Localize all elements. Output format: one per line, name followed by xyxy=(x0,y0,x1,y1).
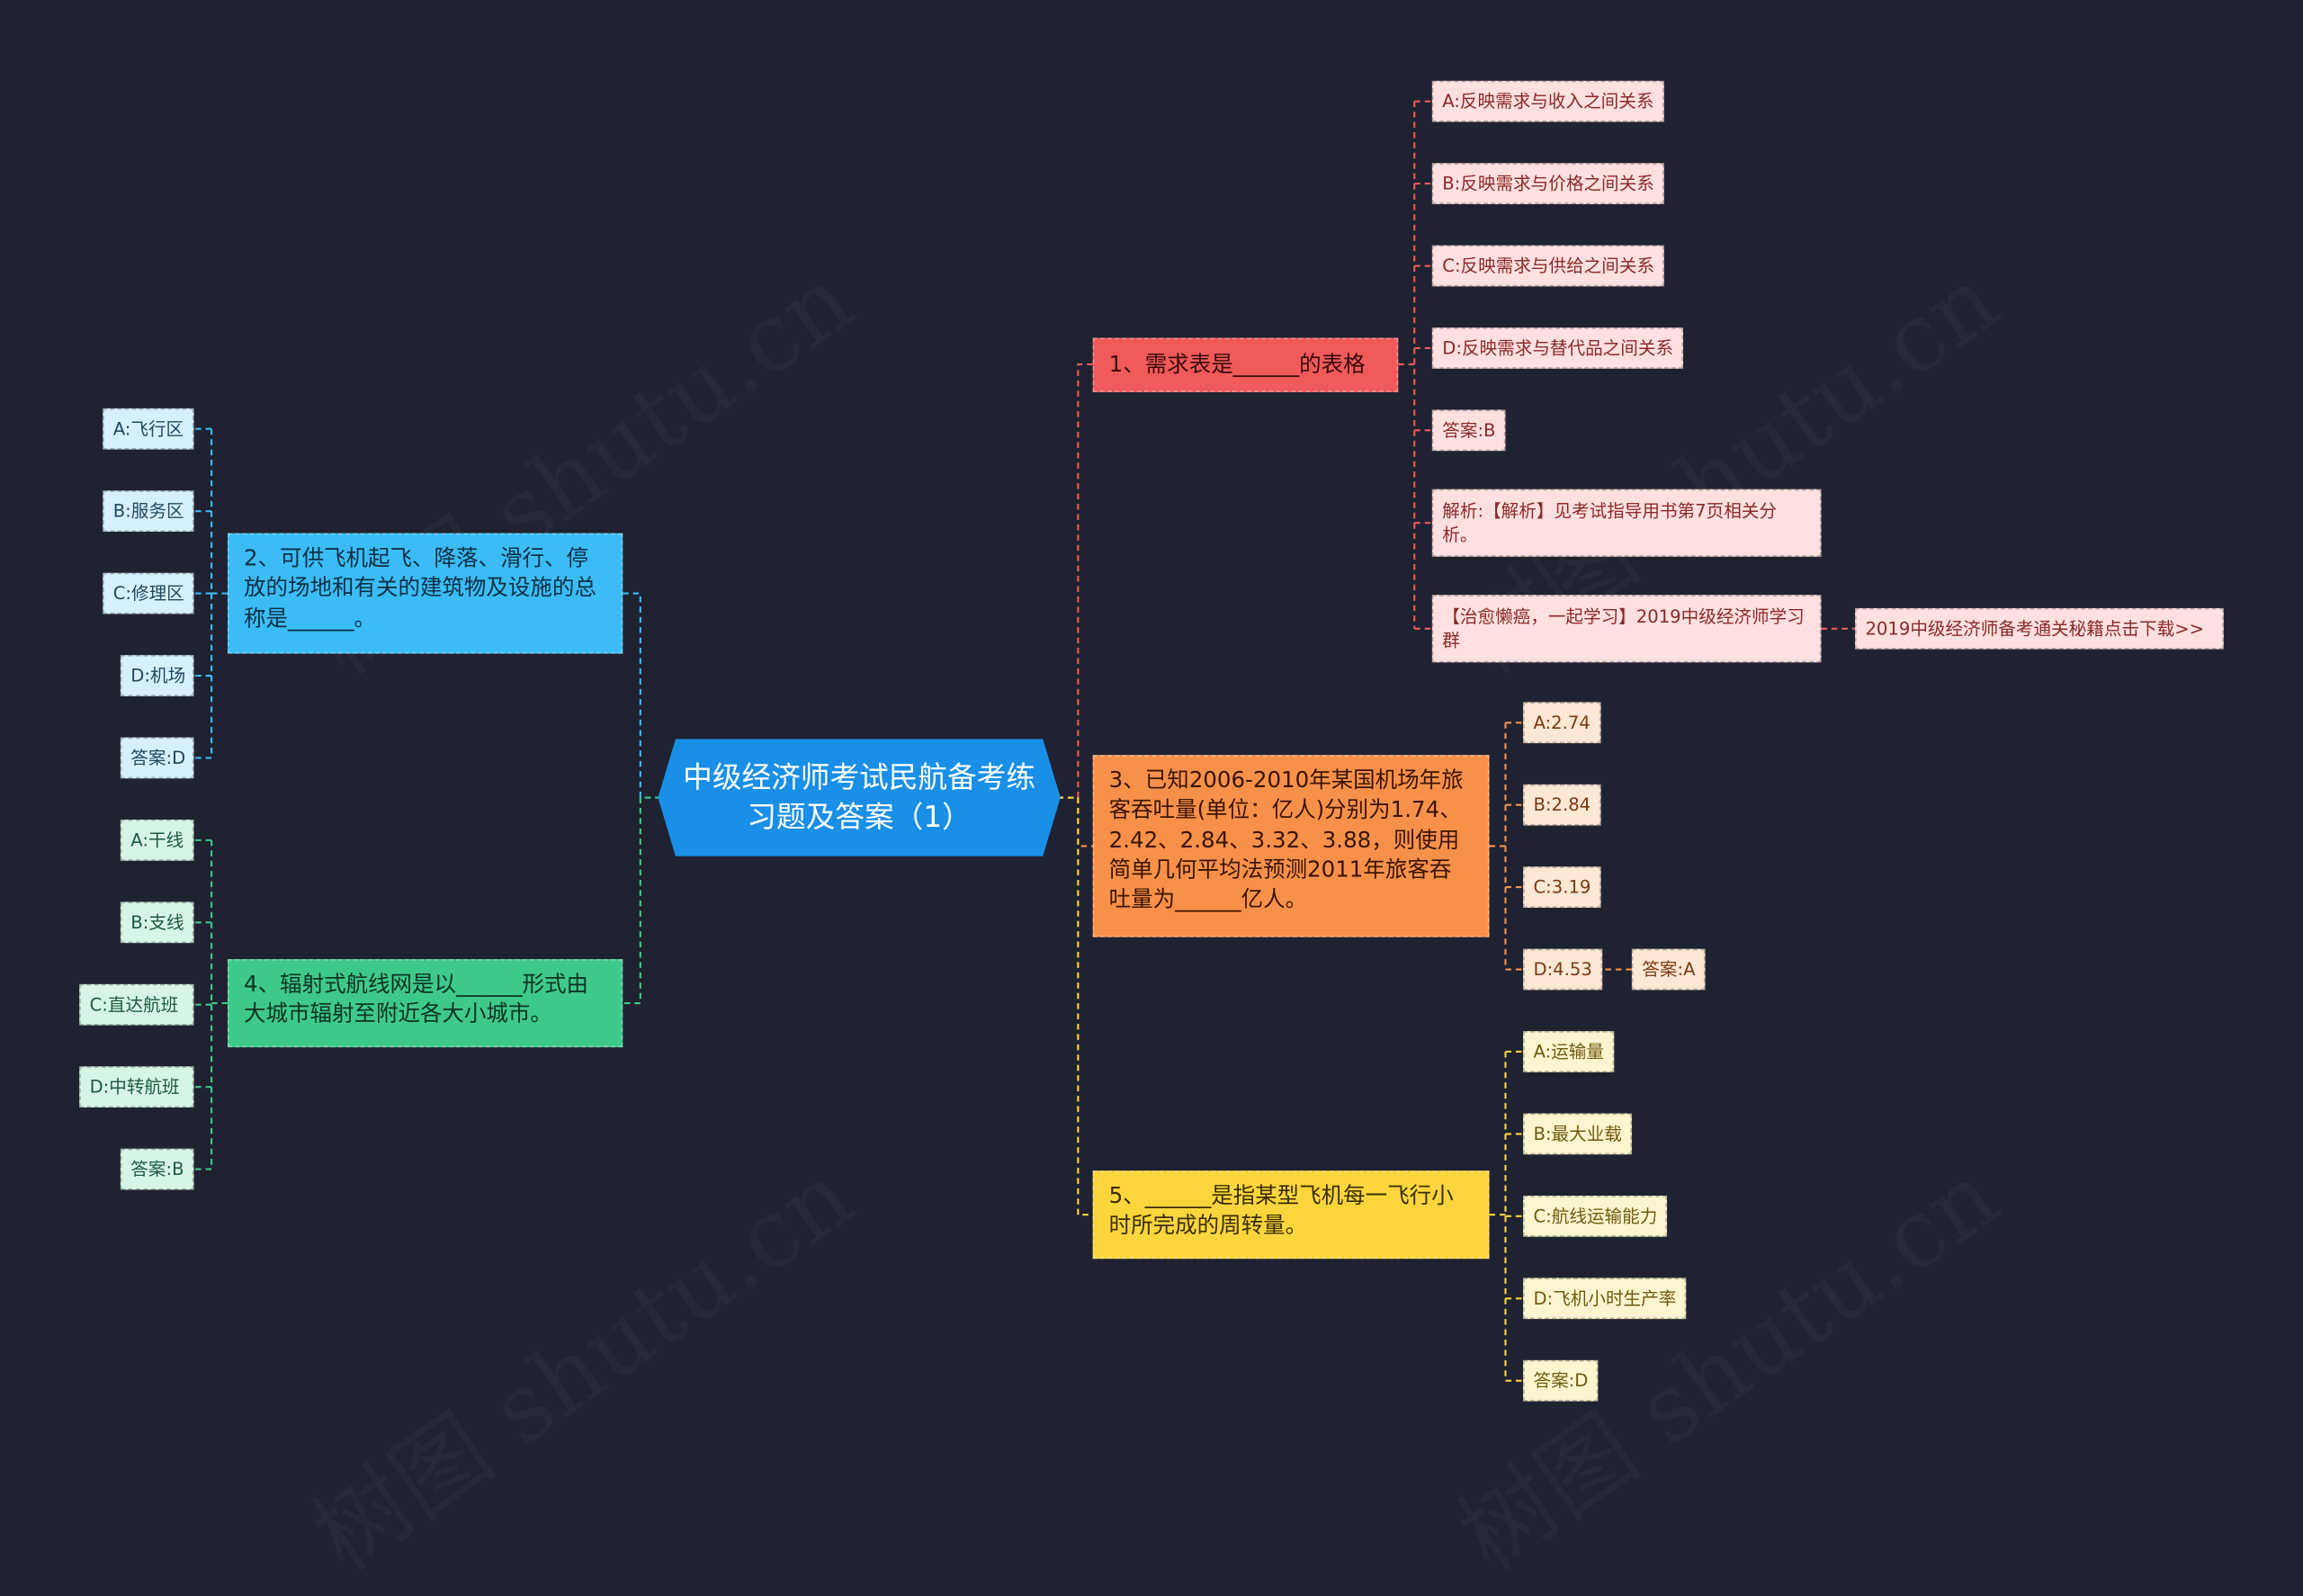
q5-option-b[interactable]: B:最大业载 xyxy=(1523,1113,1633,1155)
connector-lines xyxy=(193,100,1856,1382)
q5-answer[interactable]: 答案:D xyxy=(1523,1359,1599,1402)
link-q4-children xyxy=(193,838,229,1170)
q1-option-c[interactable]: C:反映需求与供给之间关系 xyxy=(1431,245,1665,287)
question-5-node[interactable]: 5、______是指某型飞机每一飞行小时所完成的周转量。 xyxy=(1092,1170,1490,1260)
q3-option-d[interactable]: D:4.53 xyxy=(1523,948,1603,991)
link-q5-children xyxy=(1489,1050,1524,1382)
q3-answer[interactable]: 答案:A xyxy=(1631,948,1706,991)
link-root-q3 xyxy=(1057,796,1093,847)
link-q3-children xyxy=(1489,722,1524,971)
q4-option-d[interactable]: D:中转航班 xyxy=(79,1066,194,1108)
q1-analysis[interactable]: 解析:【解析】见考试指导用书第7页相关分析。 xyxy=(1431,489,1822,557)
mind-map: 树图 shutu.cn 树图 shutu.cn 树图 shutu.cn 树图 s… xyxy=(79,80,2224,1402)
link-q2-children xyxy=(193,427,229,759)
root-title: 中级经济师考试民航备考练习题及答案（1） xyxy=(683,759,1036,835)
q5-option-c[interactable]: C:航线运输能力 xyxy=(1523,1195,1668,1237)
link-root-q4 xyxy=(623,796,661,1005)
q1-answer[interactable]: 答案:B xyxy=(1431,409,1506,452)
root-node[interactable]: 中级经济师考试民航备考练习题及答案（1） xyxy=(658,739,1060,856)
q1-promo[interactable]: 【治愈懒癌，一起学习】2019中级经济师学习群 xyxy=(1431,595,1822,663)
question-3-text: 3、已知2006-2010年某国机场年旅客吞吐量(单位：亿人)分别为1.74、2… xyxy=(1108,767,1464,912)
question-4-text: 4、辐射式航线网是以______形式由大城市辐射至附近各大小城市。 xyxy=(244,971,588,1027)
q2-option-b[interactable]: B:服务区 xyxy=(103,490,194,533)
link-q1-children xyxy=(1398,100,1432,630)
question-5-text: 5、______是指某型飞机每一飞行小时所完成的周转量。 xyxy=(1108,1182,1454,1239)
question-3-node[interactable]: 3、已知2006-2010年某国机场年旅客吞吐量(单位：亿人)分别为1.74、2… xyxy=(1092,755,1490,937)
q5-option-a[interactable]: A:运输量 xyxy=(1523,1031,1615,1072)
q2-option-c[interactable]: C:修理区 xyxy=(103,572,194,614)
q4-option-b[interactable]: B:支线 xyxy=(120,901,194,944)
q2-option-a[interactable]: A:飞行区 xyxy=(103,408,194,450)
q3-option-a[interactable]: A:2.74 xyxy=(1523,702,1601,744)
link-root-q2 xyxy=(623,592,661,799)
q3-option-c[interactable]: C:3.19 xyxy=(1523,866,1601,908)
question-4-node[interactable]: 4、辐射式航线网是以______形式由大城市辐射至附近各大小城市。 xyxy=(228,959,623,1048)
q1-option-b[interactable]: B:反映需求与价格之间关系 xyxy=(1431,163,1665,204)
link-root-q5 xyxy=(1057,796,1093,1216)
q4-option-a[interactable]: A:干线 xyxy=(120,820,194,861)
q2-answer[interactable]: 答案:D xyxy=(120,737,194,779)
question-1-text: 1、需求表是______的表格 xyxy=(1108,351,1366,379)
q1-option-d[interactable]: D:反映需求与替代品之间关系 xyxy=(1431,327,1684,369)
question-1-node[interactable]: 1、需求表是______的表格 xyxy=(1092,337,1399,392)
q3-option-b[interactable]: B:2.84 xyxy=(1523,784,1601,826)
q4-option-c[interactable]: C:直达航班 xyxy=(79,983,194,1026)
link-root-q1 xyxy=(1057,363,1093,799)
q1-option-a[interactable]: A:反映需求与收入之间关系 xyxy=(1431,80,1664,122)
question-2-node[interactable]: 2、可供飞机起飞、降落、滑行、停放的场地和有关的建筑物及设施的总称是______… xyxy=(228,533,623,654)
q2-option-d[interactable]: D:机场 xyxy=(120,655,194,696)
q1-promo-link[interactable]: 2019中级经济师备考通关秘籍点击下载>> xyxy=(1855,607,2224,650)
q4-answer[interactable]: 答案:B xyxy=(120,1148,194,1190)
question-2-text: 2、可供飞机起飞、降落、滑行、停放的场地和有关的建筑物及设施的总称是______… xyxy=(244,544,596,632)
q5-option-d[interactable]: D:飞机小时生产率 xyxy=(1523,1278,1687,1320)
